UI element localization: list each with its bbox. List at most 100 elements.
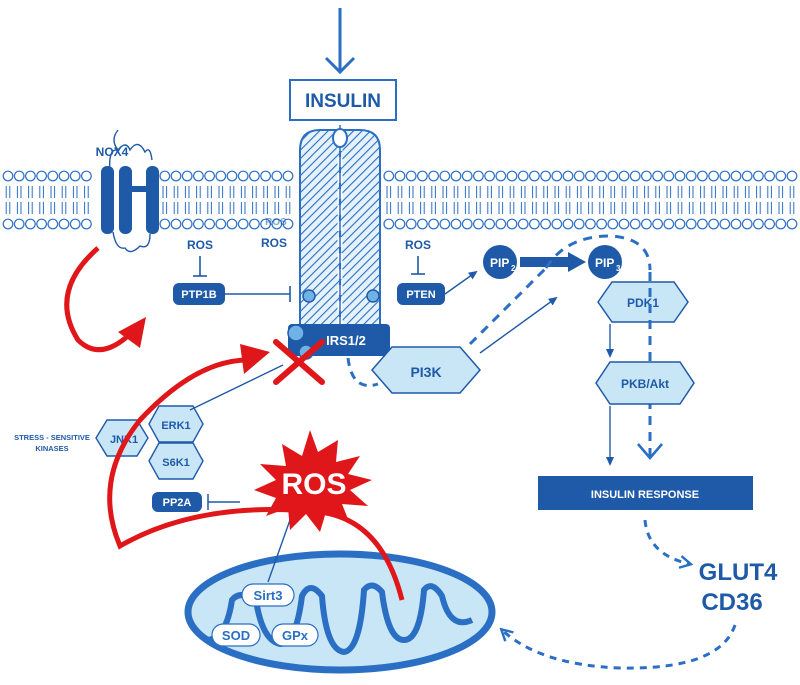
lipid-head — [58, 218, 70, 230]
lipid-head — [450, 170, 462, 182]
lipid-head — [2, 218, 14, 230]
lipid-head — [741, 218, 753, 230]
lipid-head — [585, 218, 596, 230]
lipid-head — [13, 218, 25, 230]
lipid-head — [181, 218, 193, 230]
lipid-head — [405, 170, 417, 182]
pip3-subscript: 3 — [616, 264, 621, 273]
lipid-head — [248, 170, 260, 182]
lipid-head — [540, 218, 551, 230]
lipid-head — [461, 170, 473, 182]
lipid-head — [417, 218, 428, 230]
inhibition-ptp1b-receptor — [225, 286, 291, 302]
lipid-head — [551, 218, 563, 230]
lipid-head — [260, 170, 272, 182]
erk1-node — [148, 405, 204, 443]
lipid-head — [618, 218, 630, 230]
lipid-head — [540, 170, 551, 182]
lipid-head — [271, 218, 283, 230]
pp2a-inhibition — [207, 494, 240, 510]
lipid-head — [663, 218, 675, 230]
pten-to-pip-arrow — [444, 270, 478, 295]
lipid-head — [450, 218, 462, 230]
lipid-head — [573, 170, 585, 182]
lipid-head — [685, 218, 697, 230]
insulin-label: INSULIN — [305, 91, 381, 112]
lipid-head — [618, 170, 630, 182]
pdk1-node — [597, 281, 689, 323]
lipid-head — [58, 170, 70, 182]
mitochondrion — [184, 550, 496, 674]
pkb-akt-label: PKB/Akt — [621, 377, 669, 391]
gpx-pill — [271, 623, 319, 647]
ros-ptp1b-label: ROS — [187, 238, 213, 252]
lipid-head — [226, 170, 238, 182]
mito-ros-arrow — [107, 344, 405, 601]
lipid-head — [529, 170, 540, 182]
lipid-head — [629, 170, 641, 182]
lipid-head — [517, 170, 529, 182]
lipid-head — [439, 170, 451, 182]
pp2a-label: PP2A — [163, 497, 192, 509]
lipid-head — [417, 170, 428, 182]
insulin-response-bar — [538, 476, 753, 510]
lipid-head — [2, 170, 14, 182]
lipid-head — [215, 170, 227, 182]
lipid-head — [428, 218, 440, 230]
lipid-head — [674, 218, 686, 230]
lipid-head — [596, 218, 607, 230]
lipid-head — [237, 218, 249, 230]
lipid-head — [192, 218, 204, 230]
lipid-head — [652, 170, 663, 182]
lipid-head — [80, 218, 92, 230]
lipid-head — [641, 170, 652, 182]
lipid-head — [607, 170, 619, 182]
insulin-box — [289, 79, 397, 121]
lipid-head — [596, 170, 607, 182]
pp2a-node — [152, 492, 202, 512]
inhibition-ros-pten — [411, 256, 425, 275]
lipid-head — [405, 218, 417, 230]
pip2-node — [483, 245, 517, 279]
lipid-head — [439, 218, 451, 230]
lipid-head — [708, 170, 719, 182]
insulin-response-label: INSULIN RESPONSE — [591, 489, 699, 501]
sod-label: SOD — [222, 628, 250, 643]
irs-phospho-top-icon — [287, 324, 305, 342]
pip3-node — [588, 245, 622, 279]
lipid-head — [215, 218, 227, 230]
lipid-head — [786, 218, 798, 230]
sirt3-label: Sirt3 — [254, 588, 283, 603]
ros-hidden-label: ROS — [265, 217, 287, 228]
lipid-head — [181, 170, 193, 182]
lipid-head — [36, 170, 47, 182]
lipid-head — [495, 170, 507, 182]
kinase-inhibition-line — [189, 364, 284, 411]
phospho-site-right-icon — [366, 289, 380, 303]
response-to-glut4-dashed — [643, 519, 694, 569]
ros-burst-icon — [254, 430, 372, 532]
cell-membrane — [2, 170, 798, 230]
insulin-receptor — [299, 125, 381, 331]
s6k1-node — [148, 442, 204, 480]
lipid-head — [204, 218, 216, 230]
lipid-head — [529, 218, 540, 230]
lipid-head — [719, 218, 731, 230]
dashed-down-arrowhead — [637, 443, 663, 460]
lipid-head — [730, 170, 742, 182]
lipid-head — [473, 170, 484, 182]
pi3k-recruit-dashed — [468, 266, 548, 346]
lipid-head — [13, 170, 25, 182]
ptp1b-label: PTP1B — [181, 289, 217, 301]
pip2-to-pip3-arrow — [520, 252, 586, 272]
lipid-head — [775, 218, 787, 230]
pdk1-label: PDK1 — [627, 296, 659, 310]
lipid-head — [473, 218, 484, 230]
nox4-label: NOX4 — [96, 145, 129, 159]
pten-label: PTEN — [406, 289, 435, 301]
lipid-head — [674, 170, 686, 182]
lipid-head — [271, 170, 283, 182]
lipid-head — [170, 170, 182, 182]
insulin-arrowhead — [324, 56, 356, 75]
